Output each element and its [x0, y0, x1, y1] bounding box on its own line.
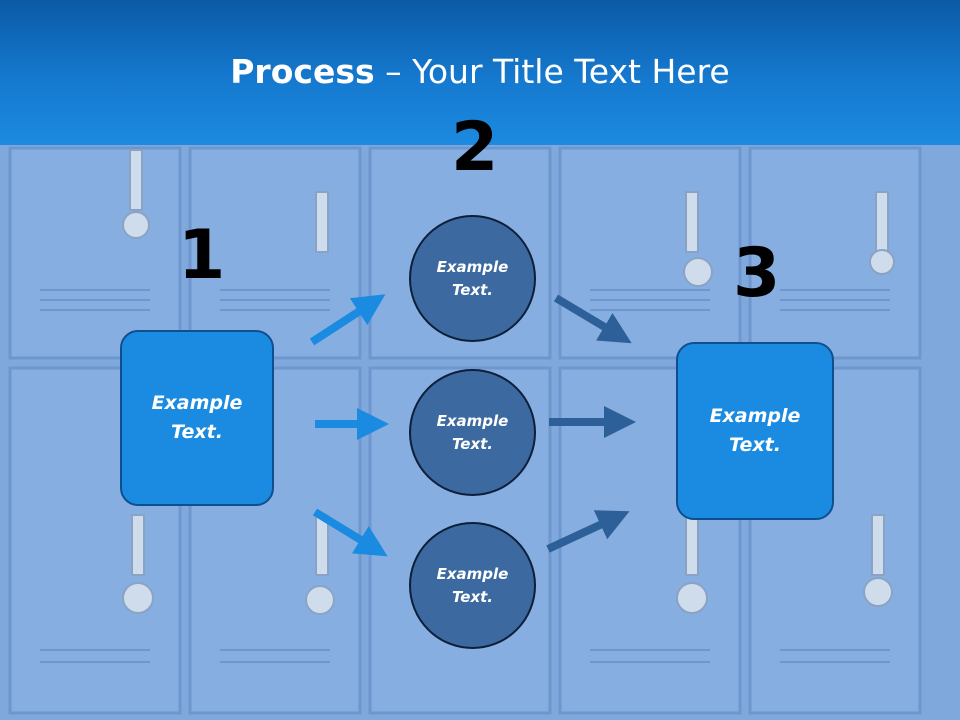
- node-2-line1: Example: [436, 411, 509, 430]
- arrow-2c-to-3: [546, 510, 630, 553]
- step-1-text-line2: Text.: [171, 421, 223, 443]
- step-3-text-line1: Example: [709, 405, 801, 427]
- step-3-text-line2: Text.: [729, 434, 781, 456]
- node-3-line2: Text.: [451, 587, 493, 606]
- title-bold: Process: [230, 52, 375, 91]
- arrow-1-to-2c: [312, 508, 388, 557]
- node-1-line2: Text.: [451, 280, 493, 299]
- title-bar: [0, 0, 960, 145]
- step-2-number: 2: [451, 108, 499, 187]
- node-3-line1: Example: [436, 564, 509, 583]
- step-1-text-line1: Example: [151, 392, 243, 414]
- slide-title: Process – Your Title Text Here: [0, 52, 960, 91]
- title-rest: – Your Title Text Here: [374, 52, 730, 91]
- node-2-line2: Text.: [451, 434, 493, 453]
- step-3-number: 3: [733, 234, 781, 313]
- arrow-1-to-2a: [309, 294, 386, 346]
- arrow-2a-to-3: [553, 294, 632, 344]
- step-1-number: 1: [178, 216, 226, 295]
- node-1-line1: Example: [436, 257, 509, 276]
